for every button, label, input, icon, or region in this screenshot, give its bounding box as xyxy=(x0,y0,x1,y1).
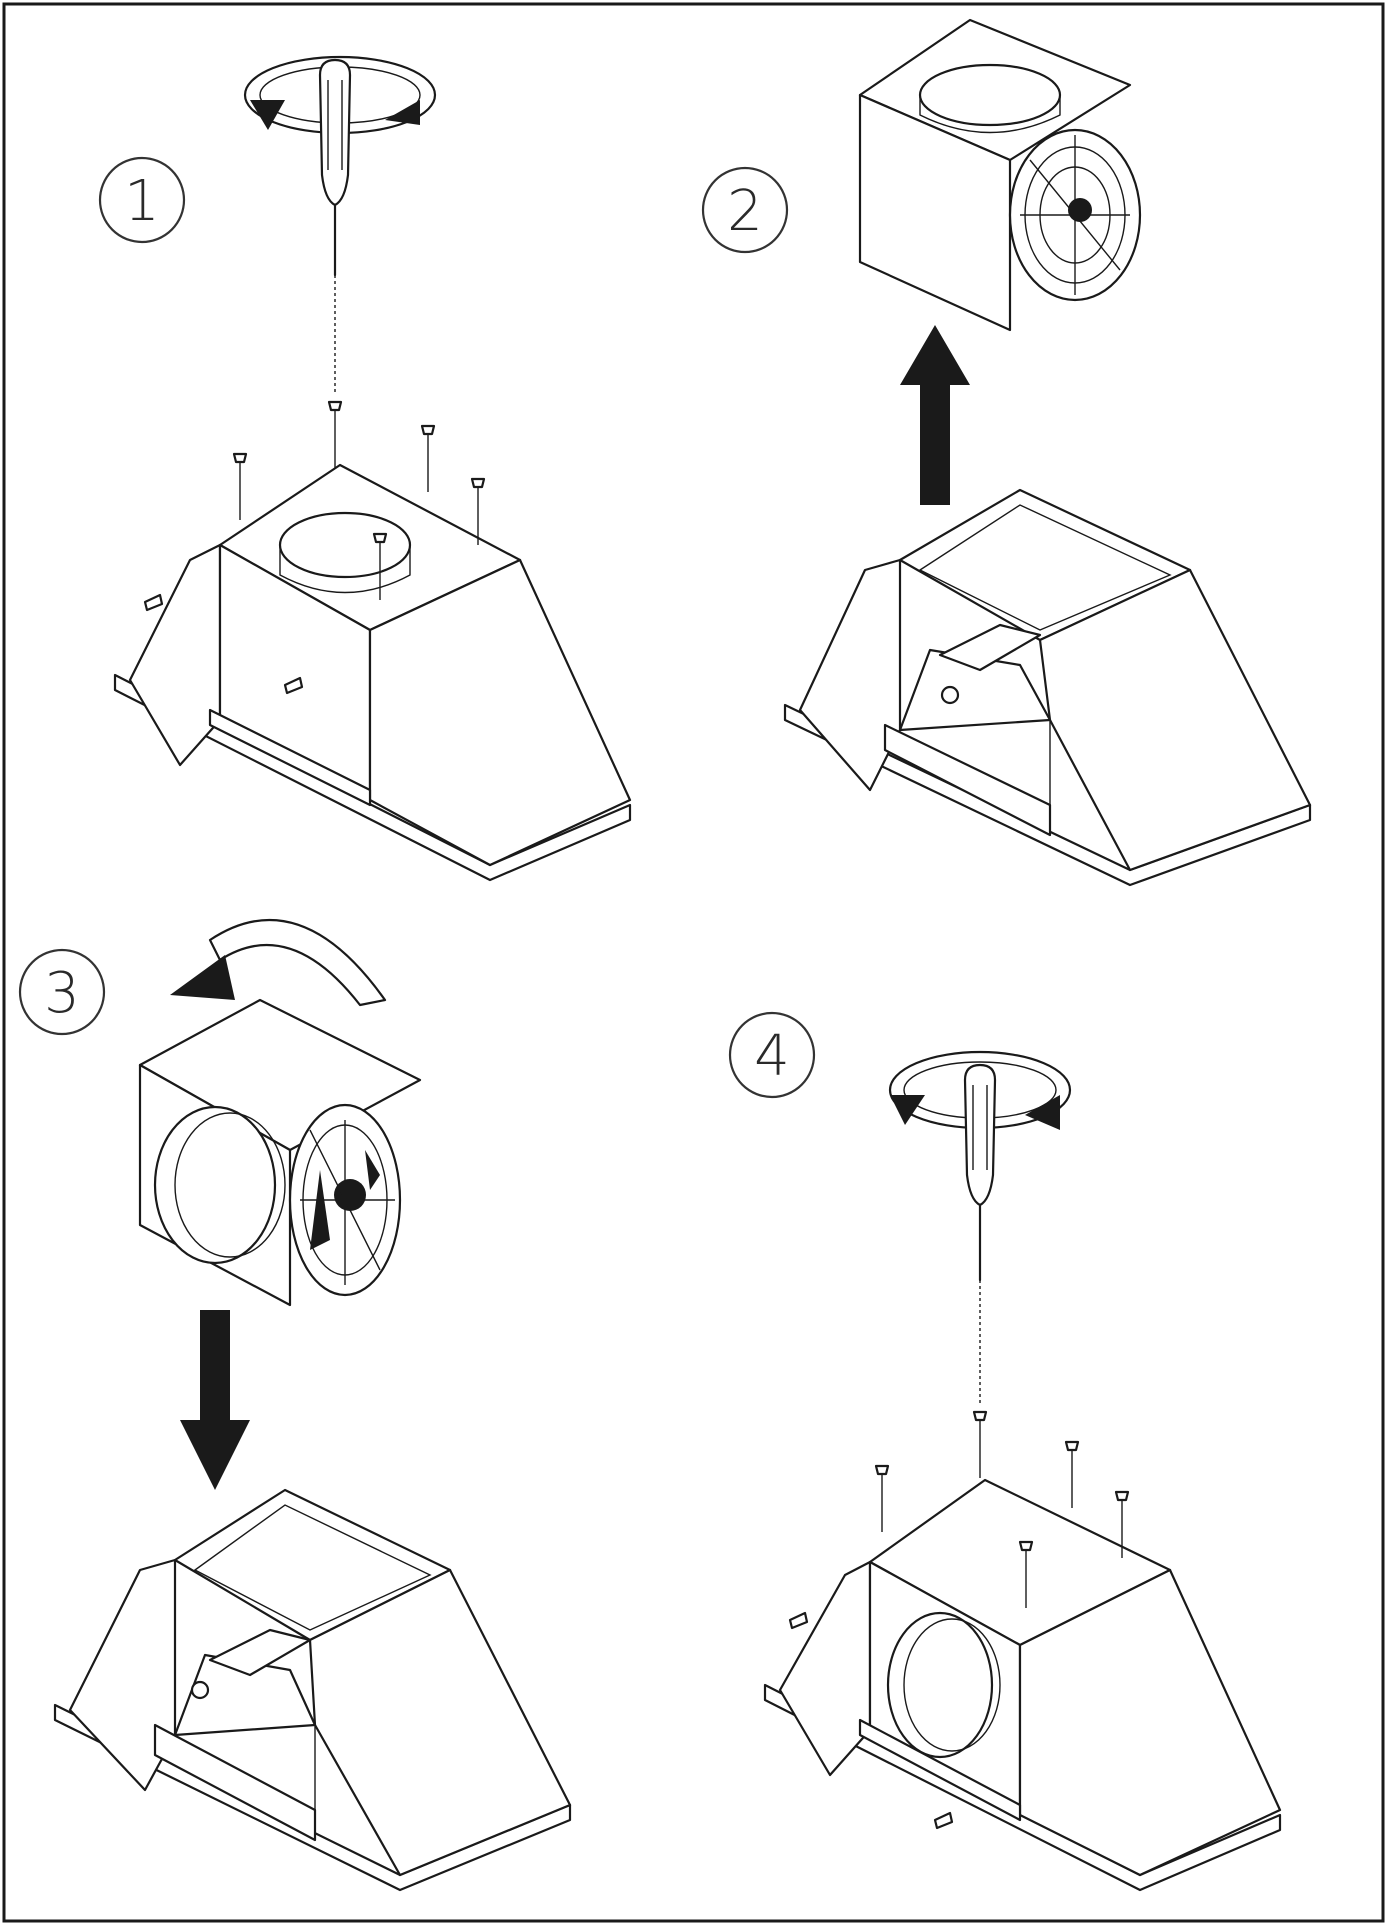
blower-fan-icon xyxy=(288,1103,402,1297)
step-4-label: 4 xyxy=(754,1024,790,1089)
screw-icon xyxy=(1064,1440,1080,1510)
screw-icon xyxy=(283,676,304,695)
hood-open-2 xyxy=(783,488,1312,887)
blower-box-2 xyxy=(858,18,1142,332)
step-3-badge xyxy=(18,948,106,1036)
screwdriver-icon xyxy=(318,58,352,395)
step-1-panel: 1 xyxy=(98,55,632,882)
screw-icon xyxy=(327,400,343,470)
hood-assembled-4 xyxy=(763,1478,1282,1892)
screwdriver-icon xyxy=(963,1063,997,1405)
screw-icon xyxy=(972,1410,988,1480)
step-2-label: 2 xyxy=(727,179,763,244)
blower-box-3 xyxy=(138,998,422,1307)
step-2-panel: 2 xyxy=(701,18,1312,887)
screw-icon xyxy=(232,452,248,522)
step-4-badge xyxy=(728,1011,816,1099)
hood-open-3 xyxy=(53,1488,572,1892)
down-arrow-icon xyxy=(180,1310,250,1490)
screw-icon xyxy=(874,1464,890,1534)
up-arrow-icon xyxy=(900,325,970,505)
screw-icon xyxy=(143,593,164,612)
screw-icon xyxy=(788,1611,809,1630)
blower-fan-icon xyxy=(1008,128,1142,302)
hood-assembled-1 xyxy=(113,463,632,882)
screw-icon xyxy=(933,1811,954,1830)
step-3-label: 3 xyxy=(44,961,80,1026)
step-4-panel: 4 xyxy=(728,1011,1282,1892)
step-1-label: 1 xyxy=(124,169,160,234)
step-1-badge xyxy=(98,156,186,244)
step-2-badge xyxy=(701,166,789,254)
step-3-panel: 3 xyxy=(18,918,572,1892)
screw-icon xyxy=(420,424,436,494)
rotation-arrow-icon xyxy=(170,918,387,1007)
